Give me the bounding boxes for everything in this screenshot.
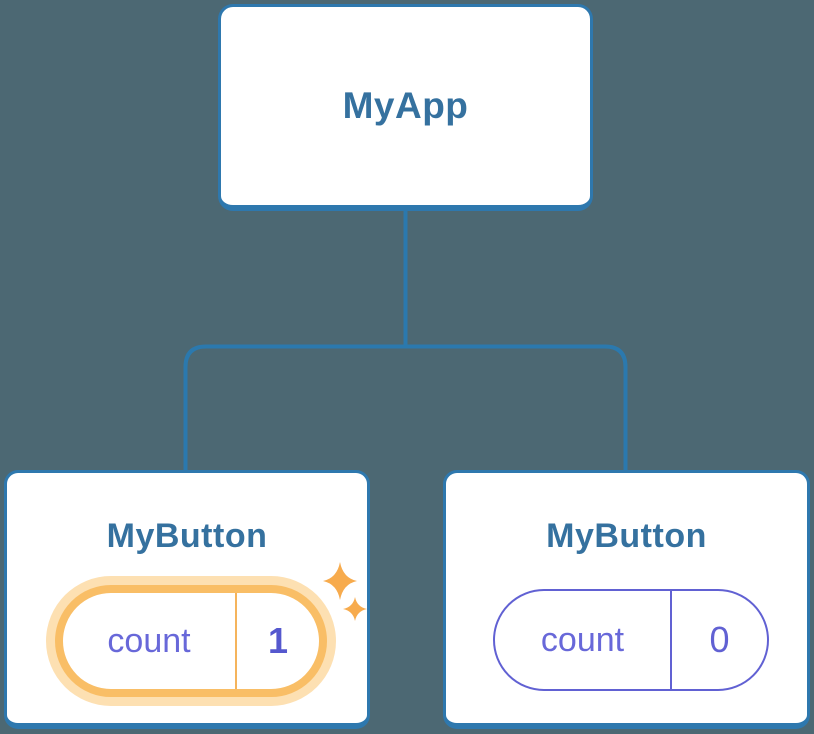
state-pill-plain: count 0 <box>493 589 769 691</box>
state-pill-highlighted: count 1 <box>55 585 327 697</box>
state-value-label: 1 <box>267 620 289 661</box>
state-pill-divider <box>235 593 237 689</box>
node-myapp: MyApp <box>218 4 593 211</box>
node-mybutton-left: MyButton count 1 <box>4 470 370 729</box>
sparkle-large <box>323 562 357 600</box>
node-mybutton-right-label: MyButton <box>546 517 707 555</box>
state-pill-divider <box>670 591 672 689</box>
sparkle-icon <box>323 562 367 621</box>
node-mybutton-left-label: MyButton <box>106 517 268 555</box>
node-myapp-label: MyApp <box>342 85 469 126</box>
state-name-label: count <box>540 620 625 659</box>
connector-branch-line <box>183 344 628 473</box>
sparkle-small <box>343 597 367 621</box>
state-value-label: 0 <box>709 619 730 660</box>
node-mybutton-right: MyButton count 0 <box>443 470 810 729</box>
state-name-label: count <box>107 621 191 660</box>
